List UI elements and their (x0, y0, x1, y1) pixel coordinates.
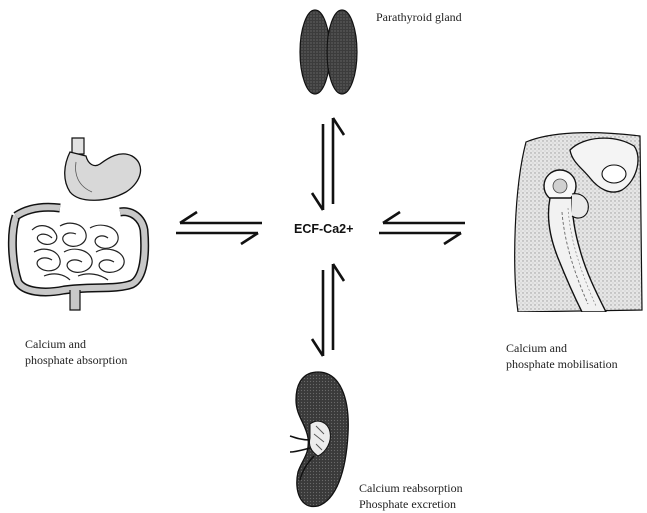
bone-label-line2: phosphate mobilisation (506, 356, 618, 372)
arrow-ecf-intestine (176, 212, 262, 244)
bone-label-line1: Calcium and (506, 340, 567, 356)
kidney-label-line2: Phosphate excretion (359, 496, 456, 512)
bone-hip-joint-icon (510, 128, 644, 312)
arrow-ecf-kidney (312, 264, 344, 356)
kidney-icon (288, 368, 352, 510)
intestine-label-line1: Calcium and (25, 336, 86, 352)
intestine-icon (4, 134, 154, 312)
kidney-label-line1: Calcium reabsorption (359, 480, 463, 496)
ecf-calcium-label: ECF-Ca2+ (294, 222, 353, 236)
arrow-parathyroid-ecf (312, 118, 344, 210)
arrow-bone-ecf (379, 212, 465, 244)
intestine-label-line2: phosphate absorption (25, 352, 127, 368)
